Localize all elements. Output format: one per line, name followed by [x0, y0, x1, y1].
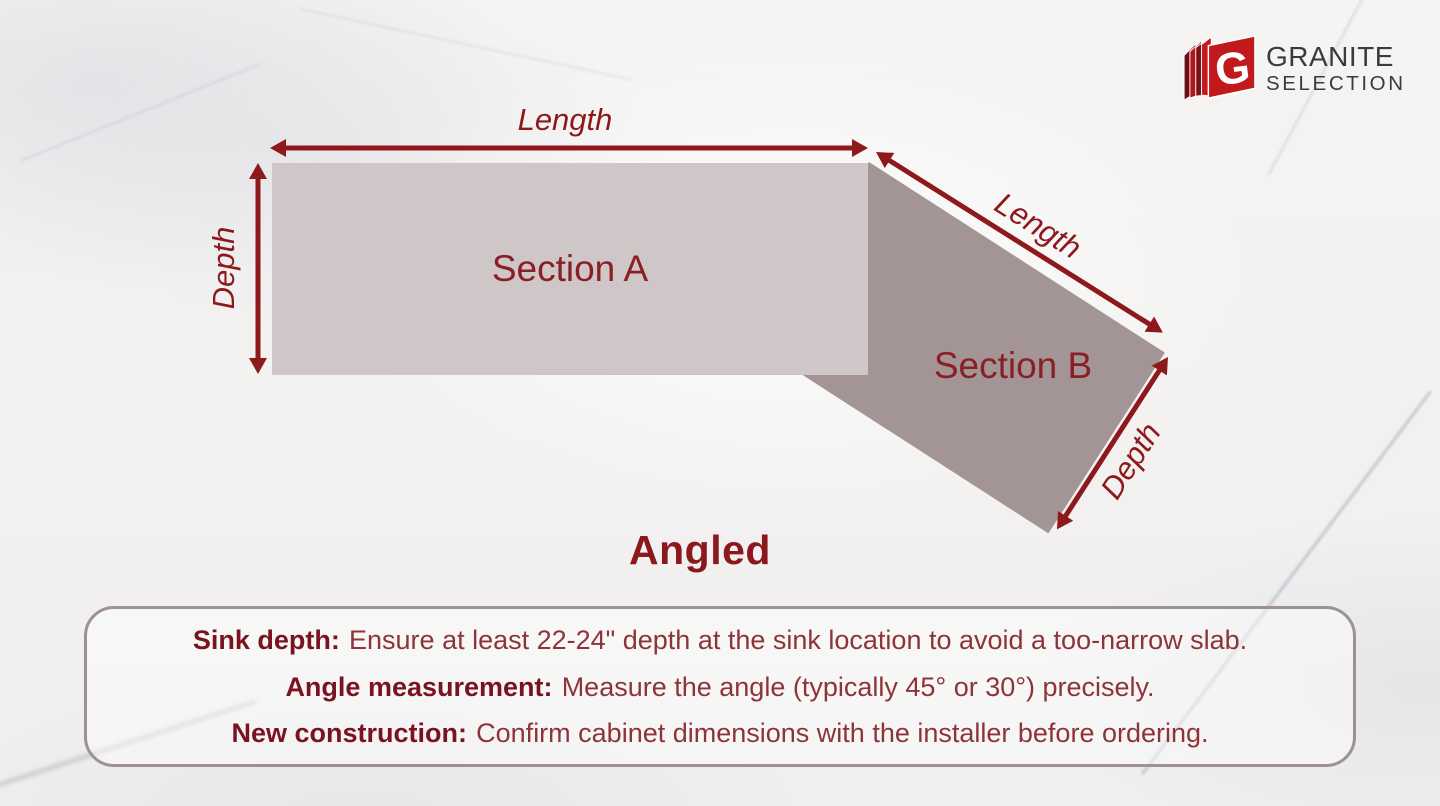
section-a-shape — [272, 163, 868, 375]
section-a-label: Section A — [491, 248, 649, 289]
info-line-label: Sink depth: — [192, 625, 340, 656]
depth-arrow-section-a — [249, 163, 267, 374]
info-line-text: Measure the angle (typically 45° or 30°)… — [561, 671, 1155, 702]
section-b-label: Section B — [933, 345, 1093, 386]
info-line: Angle measurement: Measure the angle (typ… — [285, 672, 1154, 702]
diagram-title: Angled — [629, 527, 771, 573]
info-line: New construction: Confirm cabinet dimensi… — [231, 718, 1208, 748]
logo-text-line1: GRANITE — [1266, 41, 1394, 72]
info-line-label: Angle measurement: — [285, 671, 553, 702]
info-box: Sink depth: Ensure at least 22-24" depth … — [84, 606, 1356, 767]
logo-text: GRANITE SELECTION — [1266, 34, 1406, 95]
granite-slab-logo-icon: G — [1183, 35, 1256, 100]
info-line-text: Ensure at least 22-24" depth at the sink… — [349, 625, 1248, 656]
info-line: Sink depth: Ensure at least 22-24" depth … — [193, 625, 1247, 655]
depth-label-section-a: Depth — [206, 226, 241, 310]
svg-text:G: G — [1212, 43, 1252, 96]
info-line-label: New construction: — [231, 717, 467, 748]
marble-vein — [20, 62, 262, 162]
length-label-section-a: Length — [517, 102, 613, 137]
logo-text-line2: SELECTION — [1266, 72, 1406, 95]
length-arrow-section-a — [270, 139, 868, 157]
marble-vein — [299, 8, 633, 81]
granite-selection-logo: G GRANITE SELECTION — [1183, 34, 1406, 100]
info-line-text: Confirm cabinet dimensions with the inst… — [476, 717, 1209, 748]
